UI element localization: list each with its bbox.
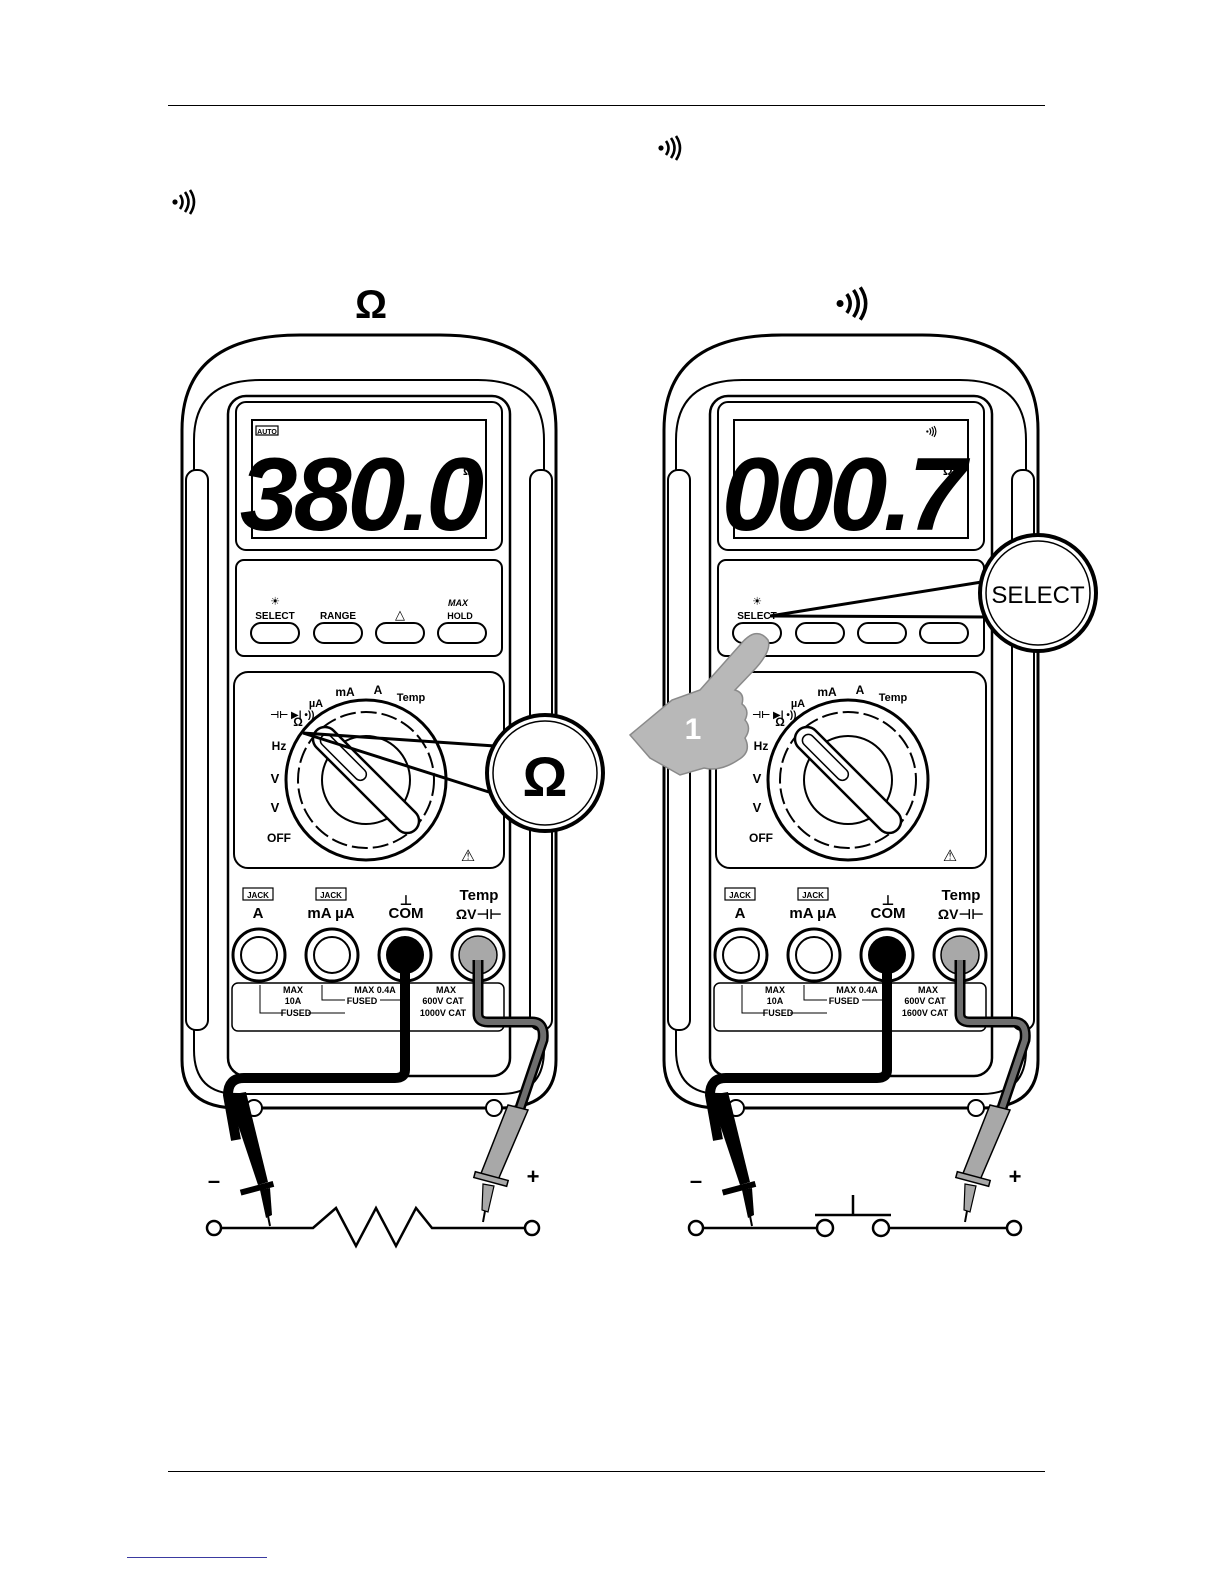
rating-a-fused: FUSED [281, 1008, 312, 1018]
jack-label-a: A [253, 905, 264, 922]
header-rule [168, 105, 1045, 106]
auto-badge: AUTO [257, 429, 277, 436]
polarity-minus: – [208, 1168, 220, 1193]
delta-label: △ [395, 607, 405, 622]
jack-badge-a: JACK [729, 891, 751, 900]
max-label: MAX [448, 598, 469, 608]
dial-label-hz: Hz [754, 739, 769, 753]
dial-label-temp: Temp [397, 692, 426, 704]
multimeter-right: 000.7 Ω ☀ SELECT µA mA A Temp ⊣⊢ ▶| •)) … [628, 333, 1098, 1238]
rating-a-10a: 10A [767, 996, 784, 1006]
jack-label-temp: Temp [460, 887, 499, 904]
lcd-reading: 000.7 [722, 437, 970, 553]
rating-ma-fused: FUSED [347, 996, 378, 1006]
select-label: SELECT [737, 611, 776, 622]
dial-label-off: OFF [749, 831, 773, 845]
hold-button[interactable] [919, 622, 969, 644]
dial-label-ma: mA [817, 685, 837, 699]
multimeter-left: AUTO 380.0 Ω ☀ SELECT RANGE △ MAX HOLD µ… [180, 333, 605, 1249]
rating-a-fused: FUSED [763, 1008, 794, 1018]
callout-select-text: SELECT [991, 582, 1085, 609]
polarity-plus: + [1009, 1164, 1022, 1189]
dial-label-a: A [374, 683, 383, 697]
dial-label-vdc: V [271, 800, 280, 815]
rating-a-max: MAX [283, 985, 303, 995]
footer-rule [168, 1471, 1045, 1472]
relative-button[interactable] [857, 622, 907, 644]
sun-icon: ☀ [752, 596, 762, 608]
rating-v-max: MAX [918, 985, 938, 995]
continuity-beeper-icon [834, 285, 868, 322]
jack-label-temp: Temp [942, 887, 981, 904]
range-button[interactable] [313, 622, 363, 644]
continuity-beeper-icon [171, 188, 196, 216]
ground-icon: ⊥ [882, 892, 895, 908]
dial-label-vdc: V [753, 800, 762, 815]
dial-label-hz: Hz [272, 739, 287, 753]
step-number: 1 [685, 713, 702, 746]
rating-a-max: MAX [765, 985, 785, 995]
jack-label-ma-ua: mA µA [789, 905, 836, 922]
warning-triangle-icon: ⚠ [461, 848, 475, 865]
rating-v-max: MAX [436, 985, 456, 995]
jack-label-ohm-v: ΩV⊣⊢ [938, 906, 984, 922]
dial-label-a: A [856, 683, 865, 697]
diode-cap-symbols: ⊣⊢ ▶| •)) [270, 710, 315, 721]
dial-label-ma: mA [335, 685, 355, 699]
dial-label-ua: µA [309, 698, 323, 710]
ohm-callout: Ω [302, 713, 605, 833]
rating-a-10a: 10A [285, 996, 302, 1006]
rating-ma-max: MAX 0.4A [354, 985, 396, 995]
dial-label-ohm: Ω [293, 715, 303, 729]
jack-label-ohm-v: ΩV⊣⊢ [456, 906, 502, 922]
jack-label-a: A [735, 905, 746, 922]
warning-triangle-icon: ⚠ [943, 848, 957, 865]
footnote-rule [127, 1557, 267, 1558]
sun-icon: ☀ [270, 596, 280, 608]
rating-ma-fused: FUSED [829, 996, 860, 1006]
resistor-circuit [205, 1205, 541, 1249]
select-callout: SELECT [769, 533, 1098, 653]
hold-label: HOLD [447, 611, 473, 621]
jack-label-ma-ua: mA µA [307, 905, 354, 922]
rating-v-600: 600V CAT [422, 996, 464, 1006]
polarity-plus: + [527, 1164, 540, 1189]
continuity-beeper-icon [657, 134, 682, 162]
jack-label-com: COM [871, 905, 906, 922]
select-label: SELECT [255, 611, 294, 622]
dial-label-vac: V [271, 771, 280, 786]
relative-button[interactable] [375, 622, 425, 644]
dial-label-ohm: Ω [775, 715, 785, 729]
ground-icon: ⊥ [400, 892, 413, 908]
range-button[interactable] [795, 622, 845, 644]
jack-label-com: COM [389, 905, 424, 922]
lcd-unit: Ω [943, 464, 953, 478]
finger-pointer-icon: 1 [628, 632, 770, 776]
callout-ohm-text: Ω [523, 745, 568, 808]
rating-ma-max: MAX 0.4A [836, 985, 878, 995]
dial-label-vac: V [753, 771, 762, 786]
dial-label-ua: µA [791, 698, 805, 710]
dial-label-temp: Temp [879, 692, 908, 704]
rating-v-600: 600V CAT [904, 996, 946, 1006]
dial-label-off: OFF [267, 831, 291, 845]
rating-v-1000: 1000V CAT [420, 1008, 467, 1018]
select-button[interactable] [250, 622, 300, 644]
jack-badge-ma: JACK [320, 891, 342, 900]
pushbutton-switch-circuit [687, 1195, 1023, 1238]
range-label: RANGE [320, 611, 356, 622]
diode-cap-symbols: ⊣⊢ ▶| •)) [752, 710, 797, 721]
rating-v-1000: 1600V CAT [902, 1008, 949, 1018]
polarity-minus: – [690, 1168, 702, 1193]
title-ohm: Ω [355, 283, 387, 327]
lcd-reading: 380.0 [240, 437, 483, 553]
hold-button[interactable] [437, 622, 487, 644]
jack-badge-a: JACK [247, 891, 269, 900]
lcd-unit: Ω [463, 464, 473, 478]
jack-badge-ma: JACK [802, 891, 824, 900]
